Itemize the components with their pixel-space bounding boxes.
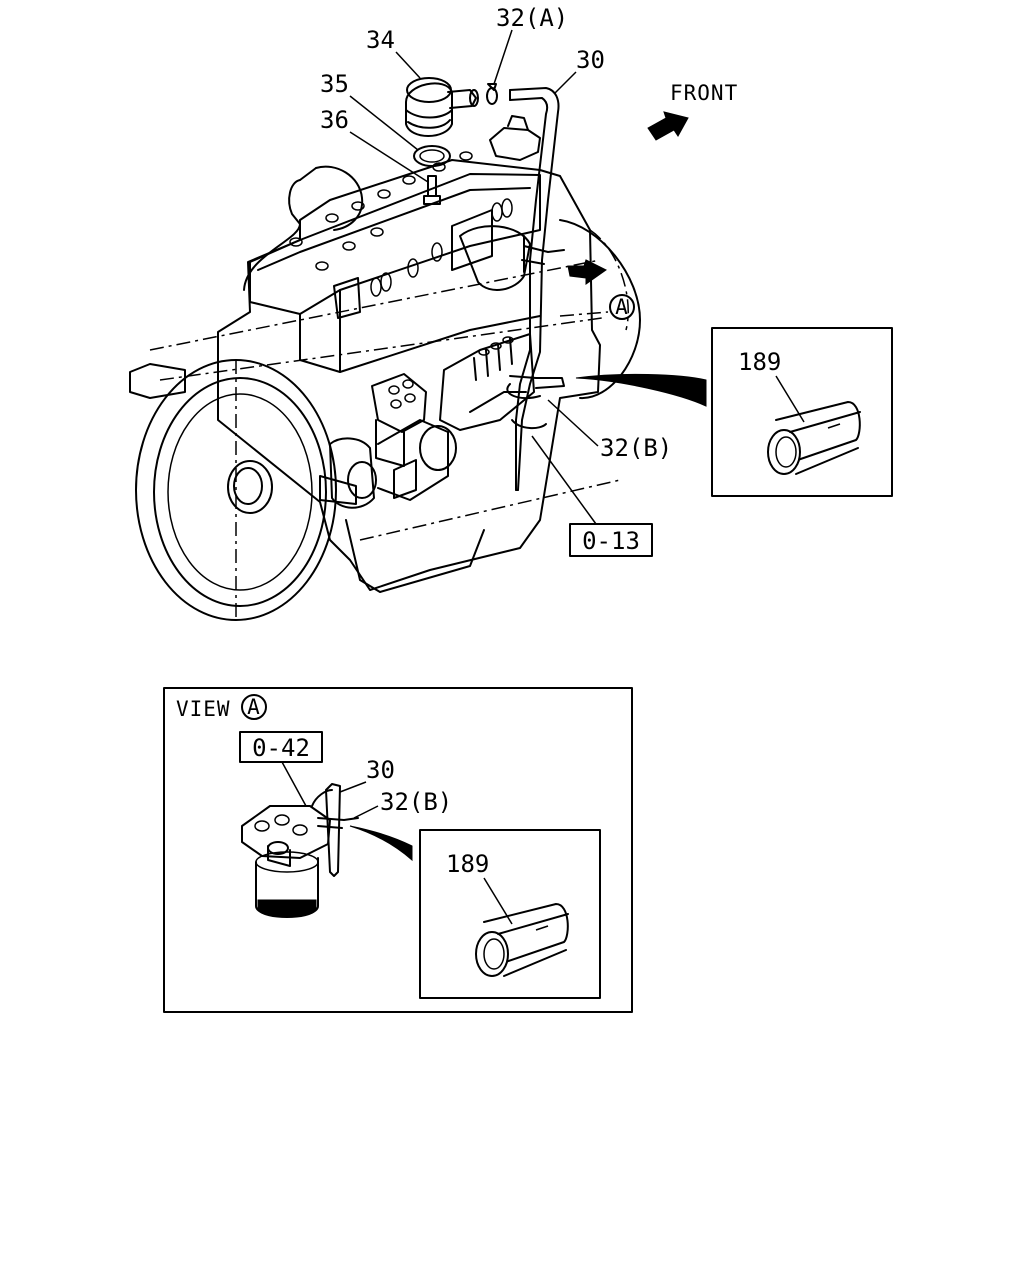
label-36: 36 bbox=[320, 106, 349, 134]
label-35: 35 bbox=[320, 70, 349, 98]
view-label-30: 30 bbox=[366, 756, 395, 784]
fuel-filter-assembly bbox=[241, 805, 331, 918]
view-label-32b: 32(B) bbox=[380, 788, 452, 816]
ref-box-042: 0-42 bbox=[239, 731, 323, 763]
clip-32a bbox=[486, 83, 498, 105]
view-a-title: VIEW bbox=[176, 697, 231, 721]
view-detail-box-189: 189 bbox=[419, 829, 601, 999]
front-label: FRONT bbox=[670, 81, 738, 105]
front-arrow-icon bbox=[647, 111, 689, 141]
ref-box-013: 0-13 bbox=[569, 523, 653, 557]
view-a-marker: A bbox=[247, 695, 261, 719]
svg-text:0-42: 0-42 bbox=[252, 734, 310, 762]
breather-hose-30 bbox=[506, 87, 565, 491]
detail-box-189: 189 bbox=[711, 327, 893, 497]
o-ring-35 bbox=[413, 145, 451, 167]
view-label-189: 189 bbox=[446, 850, 489, 878]
label-32b: 32(B) bbox=[600, 434, 672, 462]
breather-valve-34 bbox=[405, 77, 479, 137]
svg-text:0-13: 0-13 bbox=[582, 527, 640, 555]
label-30: 30 bbox=[576, 46, 605, 74]
view-marker-engine: A bbox=[615, 295, 629, 319]
label-34: 34 bbox=[366, 26, 395, 54]
label-189-top: 189 bbox=[738, 348, 781, 376]
stud-bolt-36 bbox=[423, 175, 441, 205]
detail-pointer bbox=[575, 373, 707, 407]
direction-arrow bbox=[567, 259, 607, 285]
label-32a: 32(A) bbox=[496, 4, 568, 32]
view-a-panel: VIEW A 0-42 30 32(B) bbox=[163, 687, 633, 1013]
engine-block-drawing bbox=[129, 151, 641, 621]
filler-cap bbox=[489, 115, 541, 161]
